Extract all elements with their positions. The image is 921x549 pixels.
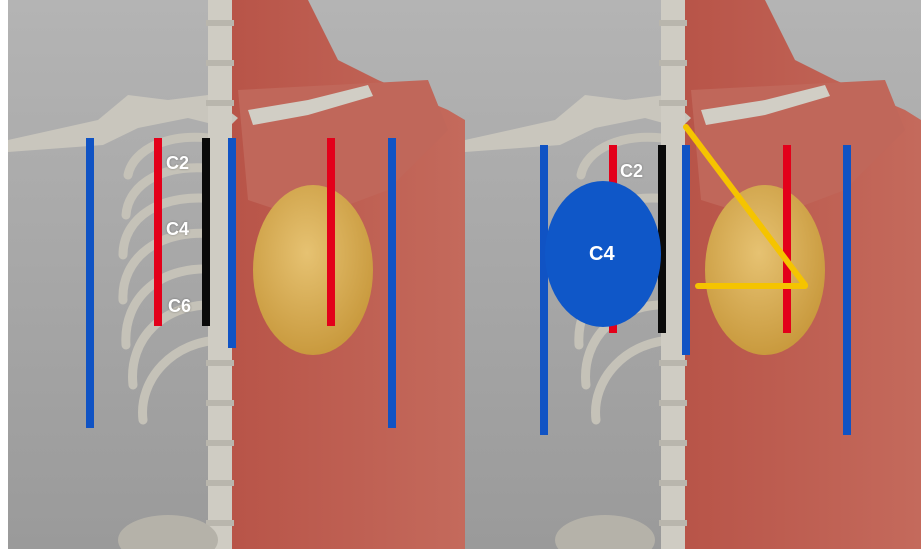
right-anatomy-illustration: [465, 0, 921, 549]
c6-label: C6: [168, 297, 191, 315]
blue-marker-line: [86, 138, 94, 428]
c4-oval-label: C4: [589, 244, 615, 264]
red-marker-line: [327, 138, 335, 326]
c4-label: C4: [166, 220, 189, 238]
blue-marker-line: [228, 138, 236, 348]
red-marker-line: [783, 145, 791, 333]
blue-marker-line: [843, 145, 851, 435]
black-marker-line: [202, 138, 210, 326]
left-anatomy-panel: C2 C4 C6: [8, 0, 465, 549]
c2-label: C2: [166, 154, 189, 172]
blue-marker-line: [540, 145, 548, 435]
left-anatomy-illustration: [8, 0, 465, 549]
blue-marker-line: [682, 145, 690, 355]
right-anatomy-panel: C2 C4: [465, 0, 921, 549]
c2-label: C2: [620, 162, 643, 180]
blue-marker-line: [388, 138, 396, 428]
red-marker-line: [154, 138, 162, 326]
